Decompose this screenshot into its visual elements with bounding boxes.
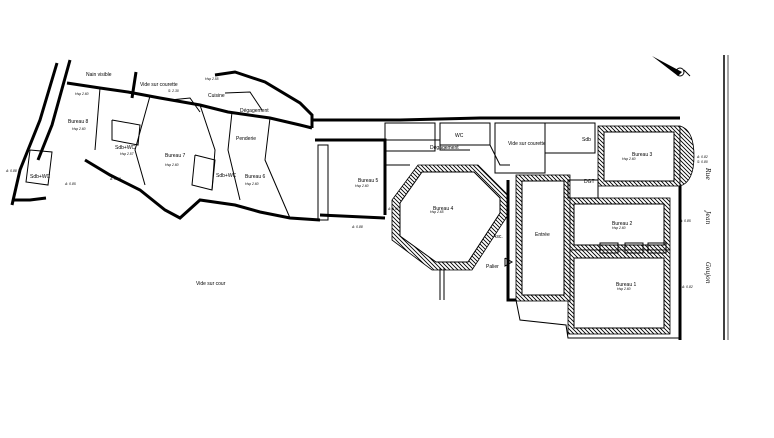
svg-text:A: 0.82: A: 0.82 bbox=[681, 285, 693, 289]
label-penderie: Penderie bbox=[236, 136, 256, 142]
label-vide-cour: Vide sur cour bbox=[196, 281, 226, 287]
central-walls bbox=[312, 116, 680, 221]
svg-text:Hsp 2.60: Hsp 2.60 bbox=[75, 92, 89, 96]
label-bureau-5: Bureau 5 bbox=[358, 178, 379, 184]
label-bureau-3: Bureau 3 bbox=[632, 152, 653, 158]
street-boundary bbox=[723, 55, 729, 340]
svg-text:S: 0.80: S: 0.80 bbox=[697, 160, 708, 164]
label-bureau-2: Bureau 2 bbox=[612, 221, 633, 227]
svg-text:A: 0.88: A: 0.88 bbox=[5, 169, 17, 173]
svg-text:A: 0.82: A: 0.82 bbox=[696, 155, 708, 159]
label-dgt: DGT bbox=[584, 179, 595, 185]
label-entree: Entrée bbox=[535, 232, 550, 238]
svg-text:Hsp 2.60: Hsp 2.60 bbox=[617, 287, 631, 291]
label-vide-courette-top: Vide sur courette bbox=[140, 82, 178, 88]
svg-text:A: 0.91: A: 0.91 bbox=[387, 207, 399, 211]
svg-text:Hsp 2.65: Hsp 2.65 bbox=[430, 210, 444, 214]
street-word-jean: Jean bbox=[704, 209, 711, 225]
svg-text:Hsp 2.60: Hsp 2.60 bbox=[165, 163, 179, 167]
label-sdb-wc-2: Sdb+WC bbox=[216, 173, 237, 179]
street-word-rue: Rue bbox=[704, 167, 711, 180]
label-vide-courette-right: Vide sur courette bbox=[508, 141, 546, 147]
label-cuisine: Cuisine bbox=[208, 93, 225, 99]
svg-text:Hsp 2.55: Hsp 2.55 bbox=[205, 77, 219, 81]
street-word-goujon: Goujon bbox=[704, 262, 711, 284]
bureau-4-octagon bbox=[391, 164, 509, 271]
svg-text:Hsp 2.60: Hsp 2.60 bbox=[72, 127, 86, 131]
svg-text:Hsp 2.60: Hsp 2.60 bbox=[245, 182, 259, 186]
svg-text:A: 0.88: A: 0.88 bbox=[351, 225, 363, 229]
label-bureau-1: Bureau 1 bbox=[616, 282, 637, 288]
svg-text:Hsp 2.60: Hsp 2.60 bbox=[355, 184, 369, 188]
svg-text:S: 2.30: S: 2.30 bbox=[168, 89, 179, 93]
label-degagement-1: Dégagement bbox=[240, 108, 269, 114]
label-bureau-8: Bureau 8 bbox=[68, 119, 89, 125]
label-bureau-4: Bureau 4 bbox=[433, 206, 454, 212]
dimension-annotations: Hsp 2.60 S: 2.30 Hsp 2.55 Hsp 2.60 Hsp 2… bbox=[5, 77, 708, 291]
label-sdb-wc-1: Sdb+WC bbox=[115, 145, 136, 151]
left-wing-walls bbox=[10, 59, 321, 222]
label-palier: Palier bbox=[486, 264, 499, 270]
svg-text:A: 0.85: A: 0.85 bbox=[64, 182, 76, 186]
room-labels: Nain visible Vide sur courette Cuisine D… bbox=[30, 72, 653, 288]
label-sdb: Sdb bbox=[582, 137, 591, 143]
svg-text:A: 0.92: A: 0.92 bbox=[109, 177, 121, 181]
label-sdb-wc-3: Sdb+WC bbox=[30, 174, 51, 180]
label-bureau-7: Bureau 7 bbox=[165, 153, 186, 159]
north-arrow-icon bbox=[652, 56, 691, 77]
svg-text:Hsp 2.60: Hsp 2.60 bbox=[622, 157, 636, 161]
svg-text:Hsp 2.60: Hsp 2.60 bbox=[612, 226, 626, 230]
label-asc: Asc. bbox=[493, 234, 503, 240]
label-bureau-6: Bureau 6 bbox=[245, 174, 266, 180]
label-wc: WC bbox=[455, 133, 464, 139]
label-nain-visible: Nain visible bbox=[86, 72, 112, 78]
label-degagement-2: Dégagement bbox=[430, 145, 459, 151]
svg-text:Hsp 2.57: Hsp 2.57 bbox=[120, 152, 134, 156]
svg-text:A: 0.85: A: 0.85 bbox=[679, 219, 691, 223]
street-name: Rue Jean Goujon bbox=[704, 167, 711, 284]
right-wing-walls bbox=[439, 125, 695, 340]
